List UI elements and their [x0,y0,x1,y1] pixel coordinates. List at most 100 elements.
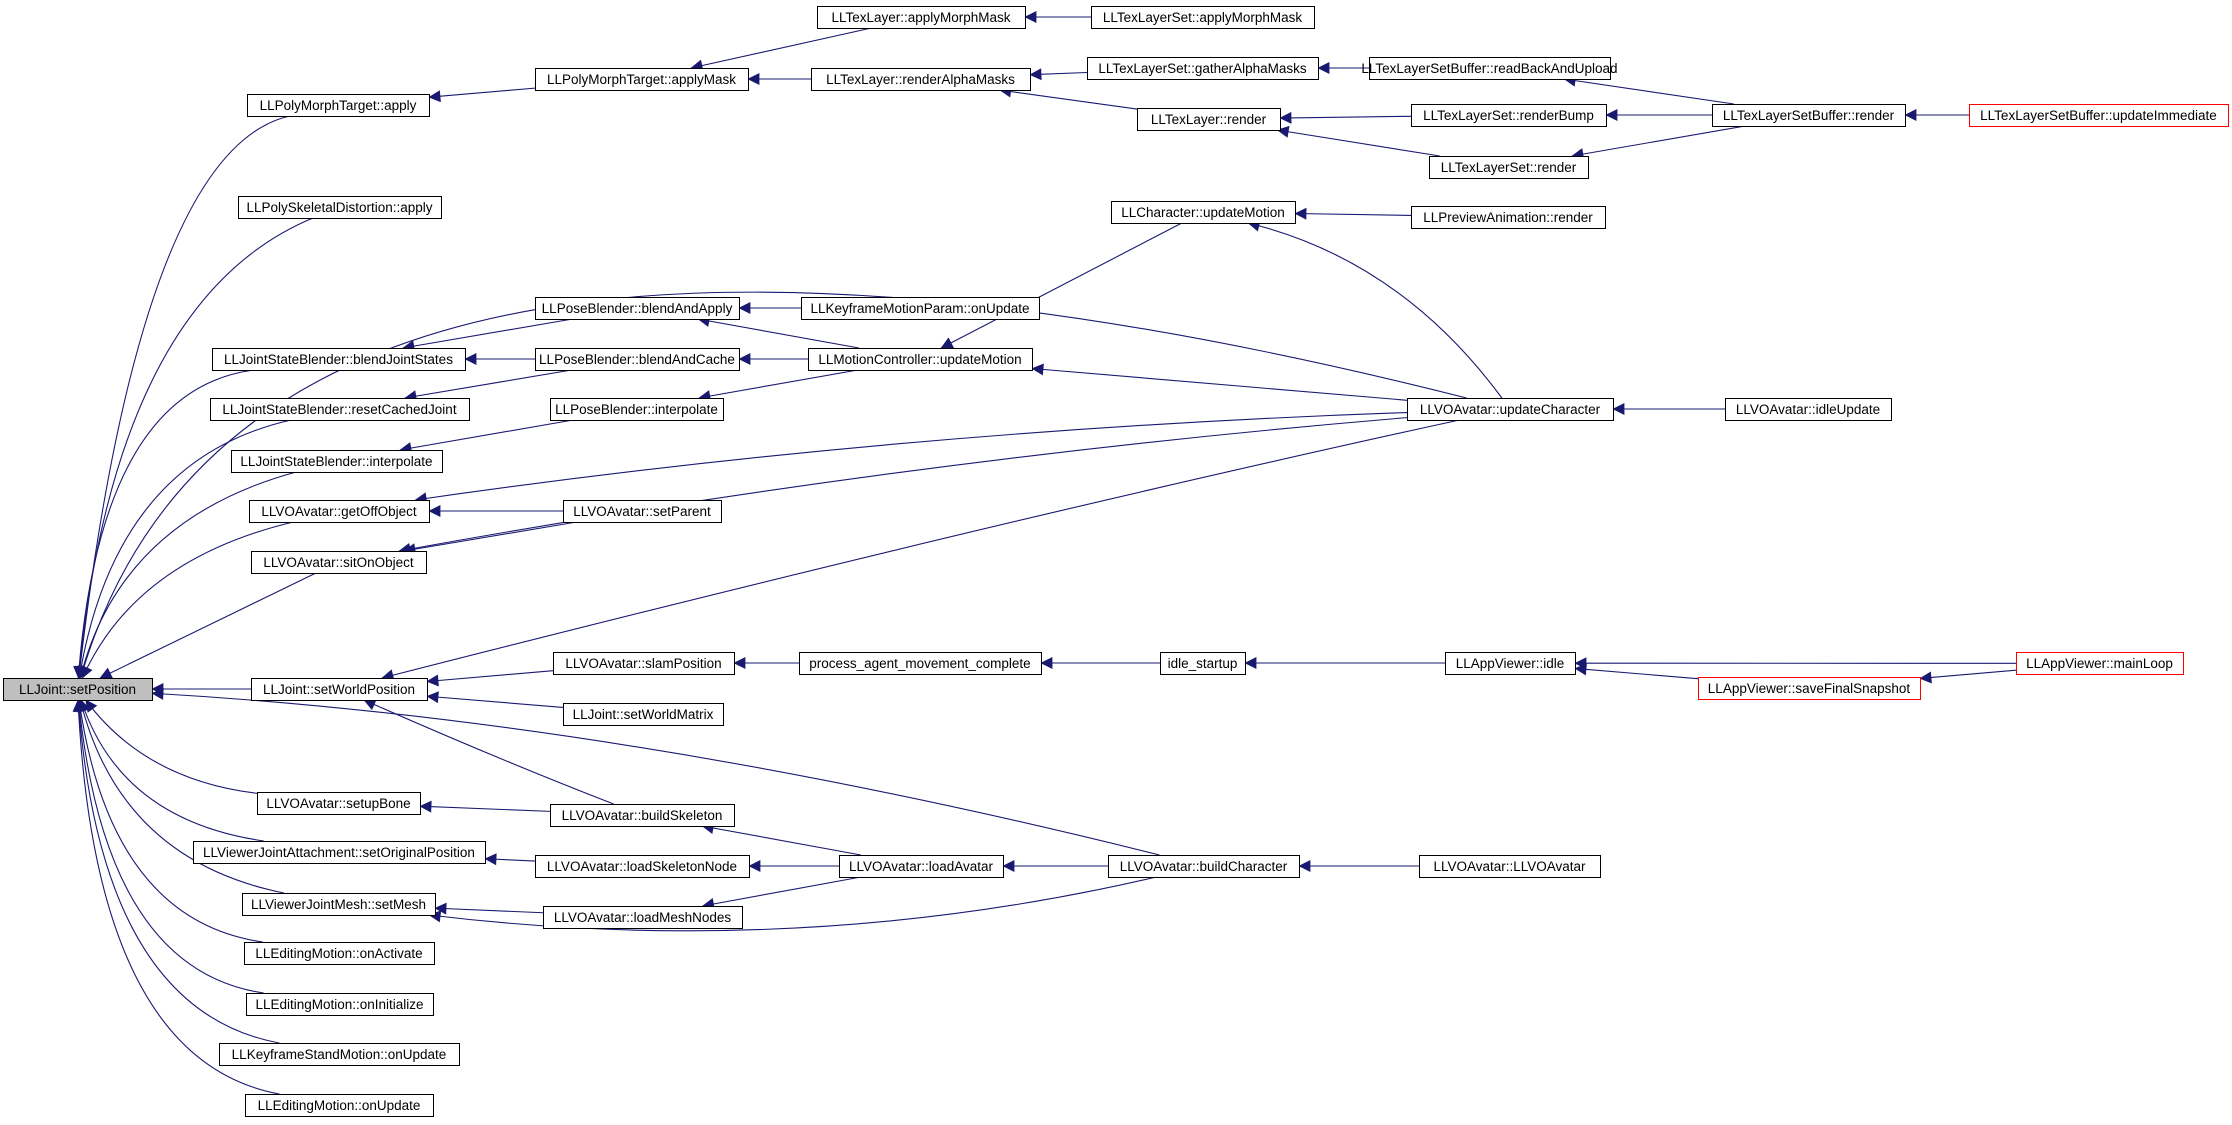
node-label: LLVOAvatar::updateCharacter [1420,402,1601,417]
node-av_setupbone[interactable]: LLVOAvatar::setupBone [257,792,421,815]
node-label: LLTexLayerSetBuffer::render [1723,108,1895,123]
node-av_loadskelnode[interactable]: LLVOAvatar::loadSkeletonNode [535,855,750,878]
node-idle_startup[interactable]: idle_startup [1160,652,1246,675]
edge-tl_applymorph-to-pmt_applymask [690,27,872,72]
node-kmp_onupdate[interactable]: LLKeyframeMotionParam::onUpdate [801,297,1040,320]
node-av_idleupdate[interactable]: LLVOAvatar::idleUpdate [1725,398,1892,421]
node-av_loadavatar[interactable]: LLVOAvatar::loadAvatar [839,855,1004,878]
node-box [246,993,434,1016]
node-box [1725,398,1892,421]
node-tl_applymorph[interactable]: LLTexLayer::applyMorphMask [817,6,1026,29]
node-box [219,1043,460,1066]
node-av_getoff[interactable]: LLVOAvatar::getOffObject [249,500,430,523]
node-box [801,297,1040,320]
node-pa_render[interactable]: LLPreviewAnimation::render [1411,206,1606,229]
edge-av_updatechar-to-mc_updatemotion [1031,363,1408,401]
node-psd_apply[interactable]: LLPolySkeletalDistortion::apply [238,196,442,219]
node-av_buildchar[interactable]: LLVOAvatar::buildCharacter [1108,855,1300,878]
node-av_buildskel[interactable]: LLVOAvatar::buildSkeleton [550,804,735,827]
node-label: process_agent_movement_complete [809,656,1030,671]
node-label: LLPoseBlender::blendAndApply [542,301,733,316]
node-av_siton[interactable]: LLVOAvatar::sitOnObject [251,551,427,574]
node-box [1419,855,1601,878]
node-box [3,678,153,701]
node-label: LLAppViewer::saveFinalSnapshot [1708,681,1911,696]
node-box [210,398,470,421]
node-av_slampos[interactable]: LLVOAvatar::slamPosition [553,652,735,675]
node-label: LLPoseBlender::interpolate [555,402,718,417]
node-j_setworldmatrix[interactable]: LLJoint::setWorldMatrix [563,703,724,726]
node-tlsb_render[interactable]: LLTexLayerSetBuffer::render [1712,104,1906,127]
node-box [1712,104,1906,127]
node-jsb_blend[interactable]: LLJointStateBlender::blendJointStates [212,348,466,371]
node-appv_mainloop[interactable]: LLAppViewer::mainLoop [2016,652,2184,675]
edge-pb_interp-to-jsb_interp [399,419,574,454]
nodes-layer: LLJoint::setPosition LLPolyMorphTarget::a… [3,6,2229,1117]
node-box [1091,6,1315,29]
node-appv_idle[interactable]: LLAppViewer::idle [1445,652,1576,675]
node-box [1411,104,1607,127]
edge-pb_blendapply-to-jsb_blend [402,318,573,352]
node-box [244,942,435,965]
edge-av_updatechar-to-ch_updatemotion [1247,219,1503,399]
node-vja_setorig[interactable]: LLViewerJointAttachment::setOriginalPosi… [193,841,486,864]
node-ch_updatemotion[interactable]: LLCharacter::updateMotion [1111,201,1296,224]
node-av_setparent[interactable]: LLVOAvatar::setParent [563,500,722,523]
node-tlsb_updateimm[interactable]: LLTexLayerSetBuffer::updateImmediate [1969,104,2229,127]
edge-pmt_applymask-to-pmt_apply [428,87,536,103]
edge-av_updatechar-to-j_setworldpos [381,419,1460,681]
node-box [1969,104,2229,127]
node-tl_renderalpha[interactable]: LLTexLayer::renderAlphaMasks [811,68,1031,91]
edge-av_slampos-to-j_setworldpos [426,670,554,687]
node-box [808,348,1033,371]
node-label: LLVOAvatar::getOffObject [261,504,417,519]
edge-av_buildskel-to-j_setworldpos [363,699,614,805]
edges-layer [72,11,2017,1095]
node-pb_blendapply[interactable]: LLPoseBlender::blendAndApply [535,297,740,320]
node-label: LLTexLayerSet::applyMorphMask [1103,10,1303,25]
edge-av_buildskel-to-av_setupbone [419,800,551,813]
node-label: idle_startup [1168,656,1238,671]
node-vjm_setmesh[interactable]: LLViewerJointMesh::setMesh [242,893,436,916]
node-box [2016,652,2184,675]
node-pmt_apply[interactable]: LLPolyMorphTarget::apply [247,94,430,117]
node-root[interactable]: LLJoint::setPosition [3,678,153,701]
node-box [1429,156,1589,179]
node-em_oninit[interactable]: LLEditingMotion::onInitialize [246,993,434,1016]
node-tls_renderbump[interactable]: LLTexLayerSet::renderBump [1411,104,1607,127]
node-av_ctor[interactable]: LLVOAvatar::LLVOAvatar [1419,855,1601,878]
node-av_updatechar[interactable]: LLVOAvatar::updateCharacter [1407,398,1614,421]
node-jsb_interp[interactable]: LLJointStateBlender::interpolate [231,450,443,473]
node-em_onactivate[interactable]: LLEditingMotion::onActivate [244,942,435,965]
edge-av_getoff-to-root [81,521,294,679]
node-em_onupdate[interactable]: LLEditingMotion::onUpdate [245,1094,434,1117]
node-pmt_applymask[interactable]: LLPolyMorphTarget::applyMask [535,68,749,91]
node-label: LLJoint::setWorldPosition [263,682,415,697]
node-pamc[interactable]: process_agent_movement_complete [799,652,1042,675]
edge-tl_render-to-tl_renderalpha [999,85,1138,110]
edge-av_updatechar-to-av_siton [398,417,1408,555]
node-pb_blendcache[interactable]: LLPoseBlender::blendAndCache [535,348,740,371]
node-appv_savesnap[interactable]: LLAppViewer::saveFinalSnapshot [1698,677,1921,700]
node-av_loadmeshnodes[interactable]: LLVOAvatar::loadMeshNodes [543,906,743,929]
node-tlsb_readback[interactable]: LLTexLayerSetBuffer::readBackAndUpload [1361,57,1618,80]
node-box [799,652,1042,675]
node-label: LLTexLayer::applyMorphMask [831,10,1010,25]
node-tl_render[interactable]: LLTexLayer::render [1137,108,1281,131]
edge-ch_updatemotion-to-mc_updatemotion [940,222,1183,349]
node-pb_interp[interactable]: LLPoseBlender::interpolate [550,398,724,421]
node-jsb_reset[interactable]: LLJointStateBlender::resetCachedJoint [210,398,470,421]
node-mc_updatemotion[interactable]: LLMotionController::updateMotion [808,348,1033,371]
node-box [247,94,430,117]
node-label: LLEditingMotion::onInitialize [255,997,423,1012]
node-label: LLVOAvatar::loadAvatar [849,859,994,874]
edge-av_loadavatar-to-av_buildskel [701,822,861,856]
node-j_setworldpos[interactable]: LLJoint::setWorldPosition [251,678,428,701]
edge-tlsb_render-to-tlsb_readback [1563,74,1734,105]
node-tls_render[interactable]: LLTexLayerSet::render [1429,156,1589,179]
edge-em_onactivate-to-root [74,699,263,943]
node-ksm_onupdate[interactable]: LLKeyframeStandMotion::onUpdate [219,1043,460,1066]
node-tls_gather[interactable]: LLTexLayerSet::gatherAlphaMasks [1087,57,1319,80]
edge-em_onupdate-to-root [72,699,280,1095]
node-tls_applymorph[interactable]: LLTexLayerSet::applyMorphMask [1091,6,1315,29]
